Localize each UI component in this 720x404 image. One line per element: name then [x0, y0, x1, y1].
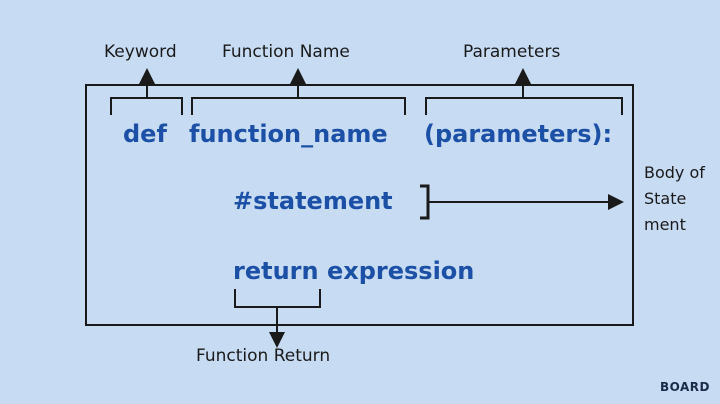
return-bracket: [234, 289, 321, 308]
brand-logo: BOARD: [659, 380, 710, 394]
body-label: Body of State ment: [644, 160, 705, 238]
code-box: [85, 84, 634, 326]
code-return-expression: return expression: [233, 257, 475, 285]
code-def: def: [123, 120, 167, 148]
parameters-label: Parameters: [463, 42, 561, 62]
function-name-bracket: [191, 97, 406, 115]
parameters-bracket: [425, 97, 623, 115]
keyword-bracket: [110, 97, 183, 115]
function-return-label: Function Return: [196, 346, 331, 366]
statement-bracket: [420, 184, 430, 220]
body-label-line-3: ment: [644, 215, 686, 234]
code-parameters: (parameters):: [424, 120, 613, 148]
keyword-label: Keyword: [104, 42, 177, 62]
code-statement: #statement: [233, 187, 393, 215]
code-function-name: function_name: [189, 120, 388, 148]
function-name-label: Function Name: [222, 42, 350, 62]
body-label-line-2: State: [644, 189, 687, 208]
body-label-line-1: Body of: [644, 163, 705, 182]
